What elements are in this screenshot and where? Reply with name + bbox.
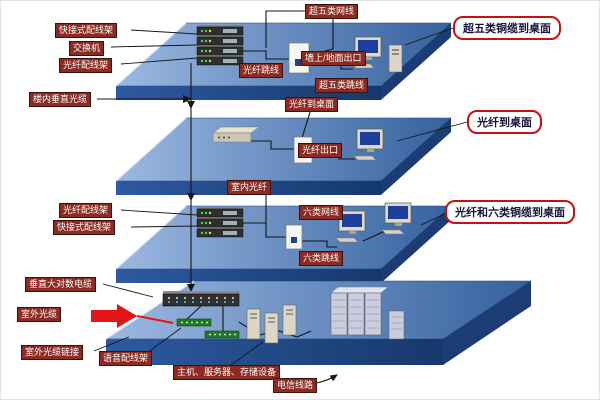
callout-cat5e-to-desktop: 超五类铜缆到桌面 — [453, 16, 561, 40]
label-quick-patch-f3: 快接式配线架 — [53, 220, 116, 236]
label-quick-patch-f1: 快接式配线架 — [55, 23, 118, 39]
label-fiber-patch-f1: 光纤配线架 — [59, 58, 113, 74]
label-fiber-outlet-f2: 光纤出口 — [298, 143, 343, 159]
keyboard — [353, 155, 377, 161]
keyboard — [335, 237, 359, 243]
switch-rack-floor3 — [196, 207, 244, 238]
label-wall-outlet-f1: 墙上/地面出口 — [301, 51, 366, 67]
pc-tower — [388, 44, 403, 73]
voice-patch-panels — [176, 318, 240, 339]
label-switch-f1: 交换机 — [69, 41, 105, 57]
riser-arrows — [187, 101, 195, 292]
small-cabinet — [388, 310, 405, 340]
vertical-fiber-arrowhead — [183, 95, 192, 103]
main-patch-panel — [162, 291, 240, 307]
label-indoor-fiber-f3: 室内光纤 — [227, 180, 272, 196]
label-vertical-fiber: 楼内垂直光缆 — [29, 92, 92, 108]
label-fiber-jumper-f1: 光纤跳线 — [239, 63, 284, 79]
label-fiber-to-desktop-f2: 光纤到桌面 — [285, 97, 339, 113]
desktop-computer-floor3-right — [381, 202, 412, 235]
desktop-computer-floor3-left — [335, 210, 366, 243]
callout-fiber-to-desktop: 光纤到桌面 — [467, 110, 542, 134]
keyboard — [381, 229, 405, 235]
switch-rack-floor1 — [196, 25, 244, 66]
label-servers-storage: 主机、服务器、存储设备 — [173, 365, 281, 381]
label-voice-patch: 语音配线架 — [99, 351, 153, 367]
label-cat6-cable-f3: 六类网线 — [299, 205, 344, 221]
leader-lines — [93, 27, 468, 366]
label-telecom-lines: 电信线路 — [273, 378, 318, 394]
label-cat5e-jumper-f1: 超五类跳线 — [315, 78, 369, 94]
server-towers — [246, 304, 297, 344]
outdoor-fiber-arrow — [91, 304, 137, 328]
label-cat6-jumper-f3: 六类跳线 — [299, 251, 344, 267]
label-outdoor-fiber-link: 室外光缆链接 — [21, 345, 84, 361]
label-outdoor-fiber: 室外光缆 — [17, 307, 62, 323]
storage-cabinets — [330, 286, 405, 340]
floor2-slab — [115, 117, 452, 195]
label-cat5e-cable: 超五类网线 — [305, 4, 359, 20]
callout-fiber-cat6-to-desktop: 光纤和六类铜缆到桌面 — [445, 200, 575, 224]
outdoor-fiber-cable — [91, 304, 174, 328]
wall-outlet-floor3 — [285, 224, 303, 250]
fiber-hub-floor2 — [212, 126, 260, 143]
label-vertical-copper: 垂直大对数电缆 — [25, 277, 97, 293]
label-fiber-patch-f3: 光纤配线架 — [59, 203, 113, 219]
desktop-computer-floor2 — [353, 128, 384, 161]
